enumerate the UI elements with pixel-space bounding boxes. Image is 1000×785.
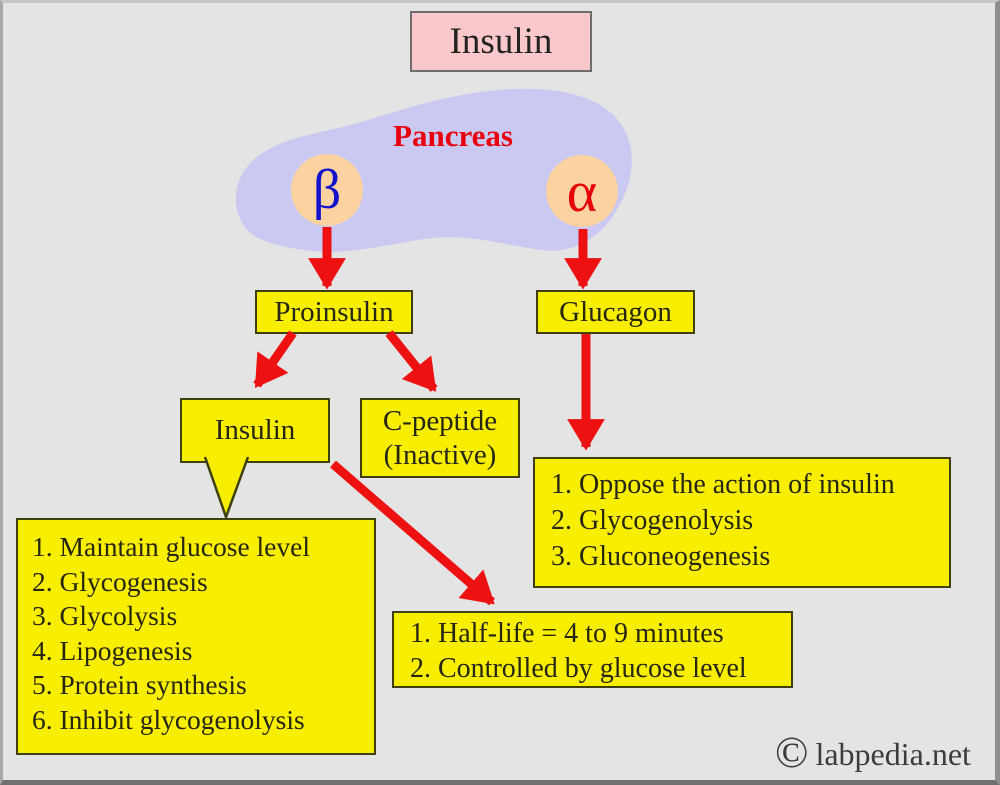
list-item: 1. Half-life = 4 to 9 minutes: [410, 618, 724, 649]
title-box: Insulin: [410, 11, 592, 72]
glucagon-label: Glucagon: [559, 295, 672, 328]
list-item: 2. Glycogenesis: [32, 565, 208, 597]
list-item: 2. Controlled by glucose level: [410, 653, 747, 684]
watermark-label: labpedia.net: [815, 735, 971, 772]
alpha-cell-islet: α: [546, 155, 618, 227]
proinsulin-box: Proinsulin: [255, 290, 413, 334]
list-item: 3. Glycolysis: [32, 600, 178, 632]
beta-symbol: β: [312, 159, 342, 221]
glucagon-box: Glucagon: [536, 290, 695, 334]
page-title: Insulin: [449, 21, 553, 62]
insulin-label: Insulin: [214, 414, 296, 446]
insulin-box: Insulin: [180, 398, 330, 463]
arrow-proinsulin-to-insulin: [253, 330, 297, 388]
list-item: 3. Gluconeogenesis: [551, 541, 771, 572]
proinsulin-label: Proinsulin: [274, 295, 394, 328]
pancreas-label: Pancreas: [393, 118, 513, 153]
insulin-box-tail: [203, 456, 250, 521]
alpha-symbol: α: [566, 158, 598, 224]
c-peptide-label-line2: (Inactive): [383, 439, 497, 471]
watermark: © labpedia.net: [775, 731, 990, 777]
insulin-properties-box: 1. Half-life = 4 to 9 minutes 2. Control…: [392, 611, 793, 688]
list-item: 4. Lipogenesis: [32, 634, 193, 666]
glucagon-functions-list: 1. Oppose the action of insulin 2. Glyco…: [533, 457, 951, 588]
list-item: 1. Maintain glucose level: [32, 531, 310, 562]
beta-cell-islet: β: [291, 154, 363, 226]
list-item: 2. Glycogenolysis: [551, 505, 754, 536]
arrow-proinsulin-to-c-peptide: [385, 330, 438, 392]
insulin-functions-list: 1. Maintain glucose level 2. Glycogenesi…: [16, 518, 376, 755]
copyright-icon: ©: [775, 728, 809, 777]
list-item: 1. Oppose the action of insulin: [551, 469, 895, 500]
c-peptide-box: C-peptide (Inactive): [360, 398, 520, 478]
c-peptide-label-line1: C-peptide: [382, 405, 498, 437]
list-item: 5. Protein synthesis: [32, 669, 247, 701]
list-item: 6. Inhibit glycogenolysis: [32, 703, 305, 735]
